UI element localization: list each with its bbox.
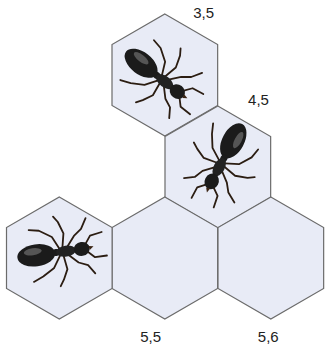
hex-cell: 3,5 xyxy=(112,14,218,136)
hex-outline xyxy=(112,197,218,319)
hex-cell: 4,5 xyxy=(165,106,271,228)
ant xyxy=(12,210,110,292)
hex-outline xyxy=(112,14,218,136)
hex-cell: 5,6 xyxy=(218,197,324,319)
hex-outline xyxy=(112,197,218,319)
coordinate-label: 5,5 xyxy=(140,328,161,345)
coordinate-label: 3,5 xyxy=(193,4,214,21)
coordinate-label: 4,5 xyxy=(248,91,269,108)
hex-outline xyxy=(218,197,324,319)
hex-cell: 5,5 xyxy=(112,197,218,319)
hex-cell xyxy=(7,197,113,319)
coordinate-label: 5,6 xyxy=(258,328,279,345)
hex-outline xyxy=(165,106,271,228)
hex-outline xyxy=(218,197,324,319)
